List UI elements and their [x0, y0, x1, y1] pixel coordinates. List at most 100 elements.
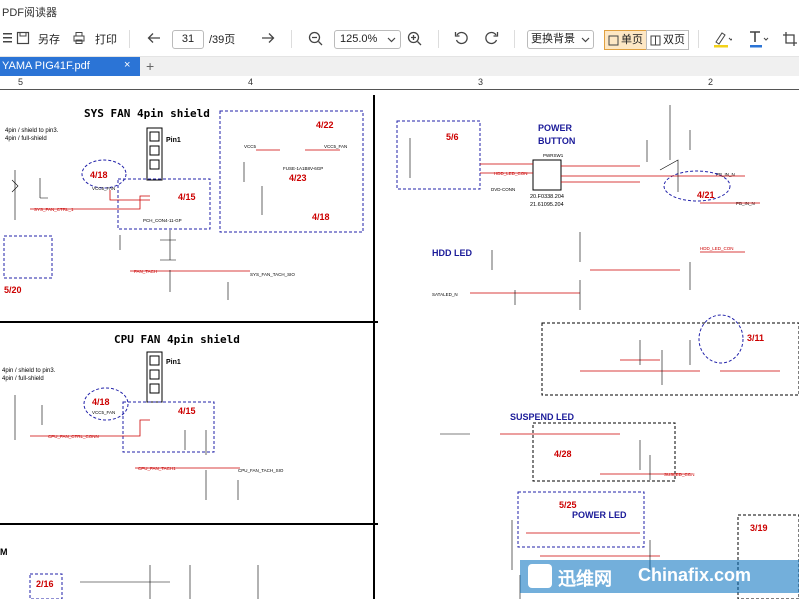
- hdd-led-sata: SATALED_N: [432, 292, 458, 297]
- cpu-fan-note2: 4pin / full-shield: [2, 376, 44, 382]
- hdd-led-block: HDD LED SATALED_N HDD_LED_CON: [432, 232, 745, 310]
- power-button-pbm: PB_IN_N: [736, 201, 755, 206]
- sys-fan-date-e: 4/18: [312, 212, 330, 222]
- power-button-date-a: 5/6: [446, 132, 459, 142]
- power-led-block: 5/25 POWER LED 3/19: [511, 491, 799, 599]
- sys-fan-date-f: 5/20: [4, 285, 22, 295]
- power-button-block: 5/6 POWER BUTTON PWRSW1 DVD-CONN 20.F033…: [396, 105, 760, 208]
- bottom-date-a: 2/16: [36, 579, 54, 589]
- cpu-fan-title: CPU FAN 4pin shield: [114, 333, 240, 346]
- page-number-input[interactable]: 31: [172, 30, 204, 49]
- add-tab-button[interactable]: +: [146, 58, 155, 74]
- close-icon[interactable]: ×: [124, 59, 131, 71]
- power-button-p2: 21.61095.204: [530, 202, 564, 208]
- sys-fan-date-c: 4/22: [316, 120, 334, 130]
- crop-icon[interactable]: [782, 31, 798, 47]
- cpu-fan-block: CPU FAN 4pin shield 4pin / shield to pin…: [2, 333, 284, 500]
- printer-icon[interactable]: [72, 31, 86, 45]
- suspend-led-block: 3/11 SUSPEND LED 4/28 SUSLED_CON: [440, 314, 799, 482]
- sys-fan-note1: 4pin / shield to pin3.: [5, 128, 59, 134]
- zoom-out-icon[interactable]: [308, 31, 323, 46]
- bottom-left-block: M 2/16: [0, 547, 259, 599]
- cpu-fan-date-a: 4/18: [92, 397, 110, 407]
- zoom-in-icon[interactable]: [407, 31, 422, 46]
- cpu-fan-ctrl: CPU_FAN_CTRL_CONN: [48, 434, 99, 439]
- zoom-value: 125.0%: [340, 33, 378, 45]
- sys-fan-tach: FAN_TACH: [134, 269, 157, 274]
- sys-fan-pin1: Pin1: [166, 137, 181, 144]
- power-led-date-b: 3/19: [750, 523, 768, 533]
- cpu-fan-vcc: VCC5_FAN: [92, 410, 115, 415]
- power-led-date-a: 5/25: [559, 500, 577, 510]
- page-total: /39页: [209, 34, 236, 46]
- watermark-cn: 迅维网: [558, 569, 612, 589]
- background-label: 更换背景: [531, 33, 575, 45]
- double-page-label: 双页: [663, 34, 685, 46]
- page-number-value: 31: [181, 33, 195, 45]
- suspend-led-date-a: 3/11: [747, 333, 764, 343]
- tab-document[interactable]: YAMA PIG41F.pdf ×: [0, 57, 140, 76]
- rotate-left-icon[interactable]: [454, 31, 469, 46]
- power-button-p1: 20.F0338.204: [530, 194, 564, 200]
- single-page-icon: [608, 35, 619, 46]
- background-select[interactable]: 更换背景: [527, 30, 594, 49]
- print-button[interactable]: 打印: [95, 34, 117, 46]
- ruler-mark: 3: [478, 77, 484, 87]
- power-button-title-1: POWER: [538, 123, 573, 133]
- toolbar-divider: [291, 30, 292, 48]
- menu-icon[interactable]: [2, 31, 14, 45]
- zoom-select[interactable]: 125.0%: [334, 30, 401, 49]
- tab-label: YAMA PIG41F.pdf: [2, 60, 90, 72]
- sys-fan-date-d: 4/23: [289, 173, 307, 183]
- toolbar: 另存 打印 31 /39页 125.0% 更换背景 单页 双页: [0, 22, 799, 57]
- rotate-right-icon[interactable]: [484, 31, 499, 46]
- sys-fan-title: SYS FAN 4pin shield: [84, 107, 210, 120]
- watermark-en: Chinafix.com: [638, 565, 752, 585]
- cpu-fan-tach-out: CPU_FAN_TACH_SIO: [238, 468, 284, 473]
- sys-fan-block: SYS FAN 4pin shield 4pin / shield to pin…: [3, 107, 364, 300]
- power-button-hdd: HDD_LED_CON: [494, 171, 528, 176]
- ruler-mark: 2: [708, 77, 714, 87]
- chevron-down-icon: [387, 37, 396, 43]
- watermark-banner: 迅维网 Chinafix.com: [520, 560, 799, 593]
- sys-fan-vcc5: VCC5: [244, 144, 257, 149]
- tab-bar: YAMA PIG41F.pdf × +: [0, 57, 799, 76]
- sys-fan-date-a: 4/18: [90, 170, 108, 180]
- sys-fan-date-b: 4/15: [178, 192, 196, 202]
- cpu-fan-date-b: 4/15: [178, 406, 196, 416]
- bottom-m-label: M: [0, 547, 8, 557]
- chinafix-logo-icon: [528, 564, 552, 588]
- power-led-title: POWER LED: [572, 510, 627, 520]
- toolbar-divider: [514, 30, 515, 48]
- cpu-fan-note1: 4pin / shield to pin3.: [2, 368, 56, 374]
- arrow-right-icon[interactable]: [261, 32, 275, 44]
- suspend-led-title: SUSPEND LED: [510, 412, 575, 422]
- ruler-mark: 5: [18, 77, 24, 87]
- cpu-fan-tach: CPU_FAN_TACH1: [138, 466, 176, 471]
- schematic-page[interactable]: SYS FAN 4pin shield 4pin / shield to pin…: [0, 89, 799, 599]
- toolbar-divider: [698, 30, 699, 48]
- single-page-button[interactable]: 单页: [604, 30, 647, 50]
- sys-fan-tach-out: SYS_FAN_TACH_SIO: [250, 272, 295, 277]
- double-page-button[interactable]: 双页: [646, 30, 689, 50]
- hdd-led-title: HDD LED: [432, 248, 472, 258]
- chevron-down-icon: [581, 37, 590, 43]
- cpu-fan-pin1: Pin1: [166, 359, 181, 366]
- power-button-pwrsw: PWRSW1: [543, 153, 564, 158]
- arrow-left-icon[interactable]: [147, 32, 161, 44]
- sys-fan-note2: 4pin / full-shield: [5, 136, 47, 142]
- suspend-led-date-b: 4/28: [554, 449, 572, 459]
- highlighter-icon[interactable]: [712, 30, 732, 48]
- power-button-pb: PB_IN_N: [716, 172, 735, 177]
- save-as-button[interactable]: 另存: [38, 34, 60, 46]
- ruler-mark: 4: [248, 77, 254, 87]
- title-bar: PDF阅读器: [0, 0, 799, 22]
- single-page-label: 单页: [621, 34, 643, 46]
- app-title: PDF阅读器: [2, 7, 57, 19]
- text-color-icon[interactable]: [748, 30, 770, 48]
- power-button-conn: DVD-CONN: [491, 187, 515, 192]
- save-icon[interactable]: [16, 31, 30, 45]
- power-button-date-b: 4/21: [697, 190, 715, 200]
- hdd-led-out: HDD_LED_CON: [700, 246, 734, 251]
- sys-fan-vcc: VCC5_FAN: [92, 186, 115, 191]
